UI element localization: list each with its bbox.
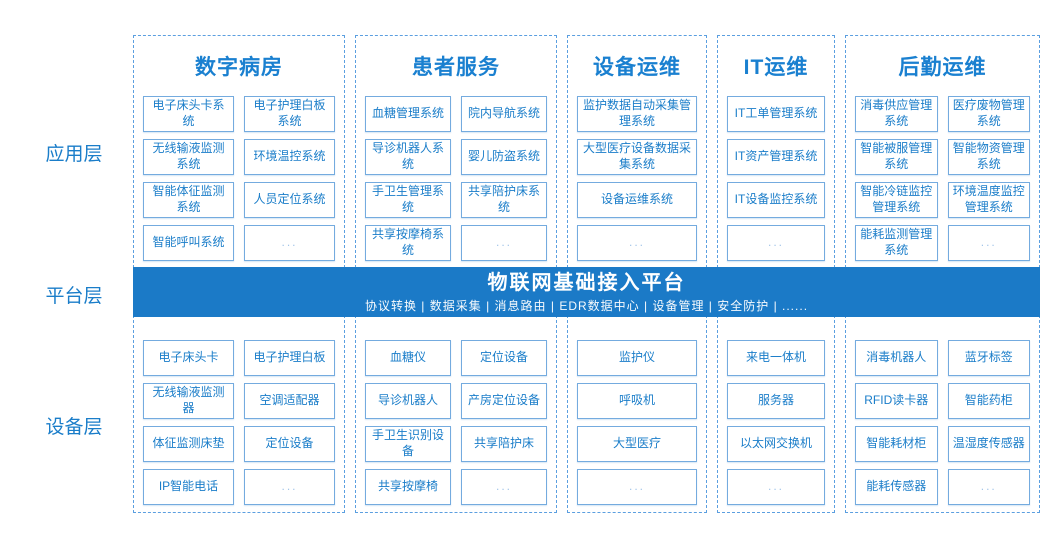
app-system-box: 能耗监测管理系统 bbox=[855, 225, 938, 261]
column-digital-ward: 数字病房电子床头卡系统电子护理白板系统无线输液监测系统环境温控系统智能体征监测系… bbox=[133, 35, 345, 513]
device-box: 共享按摩椅 bbox=[365, 469, 451, 505]
device-box: 导诊机器人 bbox=[365, 383, 451, 419]
device-box: 能耗传感器 bbox=[855, 469, 938, 505]
device-box: 蓝牙标签 bbox=[947, 340, 1030, 376]
device-box: 定位设备 bbox=[244, 426, 335, 462]
column-title-equipment-ops: 设备运维 bbox=[593, 56, 681, 79]
app-system-box: IT工单管理系统 bbox=[727, 96, 825, 132]
patient-service-app-grid: 血糖管理系统院内导航系统导诊机器人系统婴儿防盗系统手卫生管理系统共享陪护床系统共… bbox=[356, 96, 556, 261]
app-system-box: 共享陪护床系统 bbox=[461, 182, 547, 218]
category-columns: 数字病房电子床头卡系统电子护理白板系统无线输液监测系统环境温控系统智能体征监测系… bbox=[133, 35, 1040, 513]
app-system-box: 无线输液监测系统 bbox=[143, 139, 234, 175]
layer-label-platform: 平台层 bbox=[45, 286, 103, 307]
app-system-box: 设备运维系统 bbox=[577, 182, 697, 218]
more-placeholder-box: ... bbox=[727, 469, 825, 505]
app-system-box: 婴儿防盗系统 bbox=[461, 139, 547, 175]
app-system-box: 院内导航系统 bbox=[461, 96, 547, 132]
app-system-box: IT设备监控系统 bbox=[727, 182, 825, 218]
device-box: 消毒机器人 bbox=[855, 340, 938, 376]
device-box: 无线输液监测器 bbox=[143, 383, 234, 419]
app-system-box: 医疗废物管理系统 bbox=[947, 96, 1030, 132]
column-title-patient-service: 患者服务 bbox=[412, 56, 500, 79]
patient-service-device-grid: 血糖仪定位设备导诊机器人产房定位设备手卫生识别设备共享陪护床共享按摩椅... bbox=[356, 340, 556, 505]
device-box: 产房定位设备 bbox=[461, 383, 547, 419]
more-placeholder-box: ... bbox=[461, 469, 547, 505]
layer-label-device: 设备层 bbox=[45, 417, 103, 438]
device-box: 手卫生识别设备 bbox=[365, 426, 451, 462]
app-system-box: 电子床头卡系统 bbox=[143, 96, 234, 132]
more-placeholder-box: ... bbox=[461, 225, 547, 261]
it-ops-app-grid: IT工单管理系统 IT资产管理系统 IT设备监控系统... bbox=[718, 96, 834, 261]
app-system-box: 手卫生管理系统 bbox=[365, 182, 451, 218]
app-system-box: 监护数据自动采集管理系统 bbox=[577, 96, 697, 132]
device-box: 大型医疗 bbox=[577, 426, 697, 462]
column-title-it-ops: IT运维 bbox=[743, 56, 809, 79]
device-box: IP智能电话 bbox=[143, 469, 234, 505]
column-title-digital-ward: 数字病房 bbox=[195, 56, 283, 79]
column-title-logistics-ops: 后勤运维 bbox=[898, 56, 987, 79]
device-box: 体征监测床垫 bbox=[143, 426, 234, 462]
device-box: 电子床头卡 bbox=[143, 340, 234, 376]
more-placeholder-box: ... bbox=[727, 225, 825, 261]
device-box: 空调适配器 bbox=[244, 383, 335, 419]
app-system-box: 电子护理白板系统 bbox=[244, 96, 335, 132]
app-system-box: 智能冷链监控管理系统 bbox=[855, 182, 938, 218]
equipment-ops-device-grid: 监护仪呼吸机大型医疗... bbox=[568, 340, 706, 505]
app-system-box: 智能体征监测系统 bbox=[143, 182, 234, 218]
column-equipment-ops: 设备运维监护数据自动采集管理系统大型医疗设备数据采集系统设备运维系统...监护仪… bbox=[567, 35, 707, 513]
platform-band-title: 物联网基础接入平台 bbox=[487, 271, 686, 294]
more-placeholder-box: ... bbox=[244, 225, 335, 261]
device-box: 呼吸机 bbox=[577, 383, 697, 419]
app-system-box: 智能物资管理系统 bbox=[947, 139, 1030, 175]
device-box: 定位设备 bbox=[461, 340, 547, 376]
app-system-box: 智能呼叫系统 bbox=[143, 225, 234, 261]
device-box: 监护仪 bbox=[577, 340, 697, 376]
app-system-box: 血糖管理系统 bbox=[365, 96, 451, 132]
app-system-box: IT资产管理系统 bbox=[727, 139, 825, 175]
app-system-box: 智能被服管理系统 bbox=[855, 139, 938, 175]
device-box: 来电一体机 bbox=[727, 340, 825, 376]
device-box: 智能药柜 bbox=[947, 383, 1030, 419]
layer-label-application: 应用层 bbox=[45, 144, 103, 165]
platform-band-subtitle: 协议转换 | 数据采集 | 消息路由 | EDR数据中心 | 设备管理 | 安全… bbox=[364, 298, 809, 313]
more-placeholder-box: ... bbox=[947, 469, 1030, 505]
app-system-box: 环境温控系统 bbox=[244, 139, 335, 175]
it-ops-device-grid: 来电一体机服务器以太网交换机... bbox=[718, 340, 834, 505]
app-system-box: 大型医疗设备数据采集系统 bbox=[577, 139, 697, 175]
device-box: 共享陪护床 bbox=[461, 426, 547, 462]
more-placeholder-box: ... bbox=[244, 469, 335, 505]
more-placeholder-box: ... bbox=[577, 225, 697, 261]
digital-ward-device-grid: 电子床头卡电子护理白板无线输液监测器空调适配器体征监测床垫定位设备 IP智能电话.… bbox=[134, 340, 344, 505]
device-box: RFID读卡器 bbox=[855, 383, 938, 419]
device-box: 以太网交换机 bbox=[727, 426, 825, 462]
device-box: 血糖仪 bbox=[365, 340, 451, 376]
digital-ward-app-grid: 电子床头卡系统电子护理白板系统无线输液监测系统环境温控系统智能体征监测系统人员定… bbox=[134, 96, 344, 261]
more-placeholder-box: ... bbox=[577, 469, 697, 505]
platform-band: 物联网基础接入平台 协议转换 | 数据采集 | 消息路由 | EDR数据中心 |… bbox=[133, 267, 1040, 317]
app-system-box: 环境温度监控管理系统 bbox=[947, 182, 1030, 218]
device-box: 温湿度传感器 bbox=[947, 426, 1030, 462]
app-system-box: 共享按摩椅系统 bbox=[365, 225, 451, 261]
logistics-ops-app-grid: 消毒供应管理系统医疗废物管理系统智能被服管理系统智能物资管理系统智能冷链监控管理… bbox=[846, 96, 1039, 261]
device-box: 服务器 bbox=[727, 383, 825, 419]
column-patient-service: 患者服务血糖管理系统院内导航系统导诊机器人系统婴儿防盗系统手卫生管理系统共享陪护… bbox=[355, 35, 557, 513]
column-logistics-ops: 后勤运维消毒供应管理系统医疗废物管理系统智能被服管理系统智能物资管理系统智能冷链… bbox=[845, 35, 1040, 513]
device-box: 智能耗材柜 bbox=[855, 426, 938, 462]
app-system-box: 人员定位系统 bbox=[244, 182, 335, 218]
equipment-ops-app-grid: 监护数据自动采集管理系统大型医疗设备数据采集系统设备运维系统... bbox=[568, 96, 706, 261]
more-placeholder-box: ... bbox=[947, 225, 1030, 261]
app-system-box: 导诊机器人系统 bbox=[365, 139, 451, 175]
device-box: 电子护理白板 bbox=[244, 340, 335, 376]
app-system-box: 消毒供应管理系统 bbox=[855, 96, 938, 132]
